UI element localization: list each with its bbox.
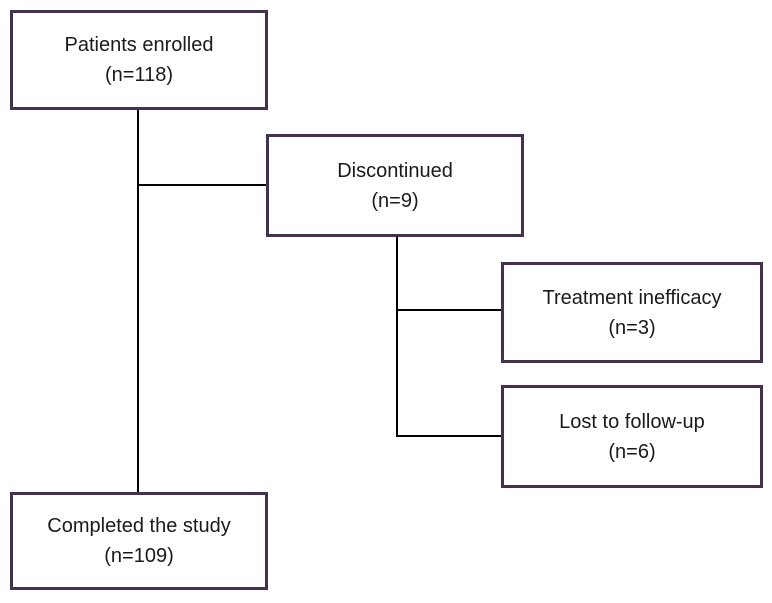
node-completed-the-study: Completed the study (n=109) — [10, 492, 268, 590]
connector-enrolled-to-discontinued — [138, 184, 266, 186]
node-label: Lost to follow-up — [559, 410, 705, 433]
node-count: (n=6) — [608, 440, 656, 463]
node-count: (n=3) — [608, 316, 656, 339]
node-count: (n=118) — [104, 64, 173, 86]
node-treatment-inefficacy: Treatment inefficacy (n=3) — [501, 262, 763, 363]
connector-discontinued-to-lost — [398, 435, 501, 437]
node-label: Completed the study — [47, 515, 231, 537]
connector-discontinued-to-inefficacy — [398, 309, 501, 311]
node-patients-enrolled: Patients enrolled (n=118) — [10, 10, 268, 110]
node-discontinued: Discontinued (n=9) — [266, 134, 524, 237]
node-lost-to-follow-up: Lost to follow-up (n=6) — [501, 385, 763, 488]
node-label: Treatment inefficacy — [542, 286, 722, 309]
node-label: Patients enrolled — [64, 34, 214, 56]
node-count: (n=9) — [371, 189, 419, 212]
connector-enrolled-to-completed — [137, 110, 139, 492]
connector-discontinued-branch — [396, 237, 398, 437]
node-count: (n=109) — [104, 545, 174, 567]
node-label: Discontinued — [337, 159, 453, 182]
